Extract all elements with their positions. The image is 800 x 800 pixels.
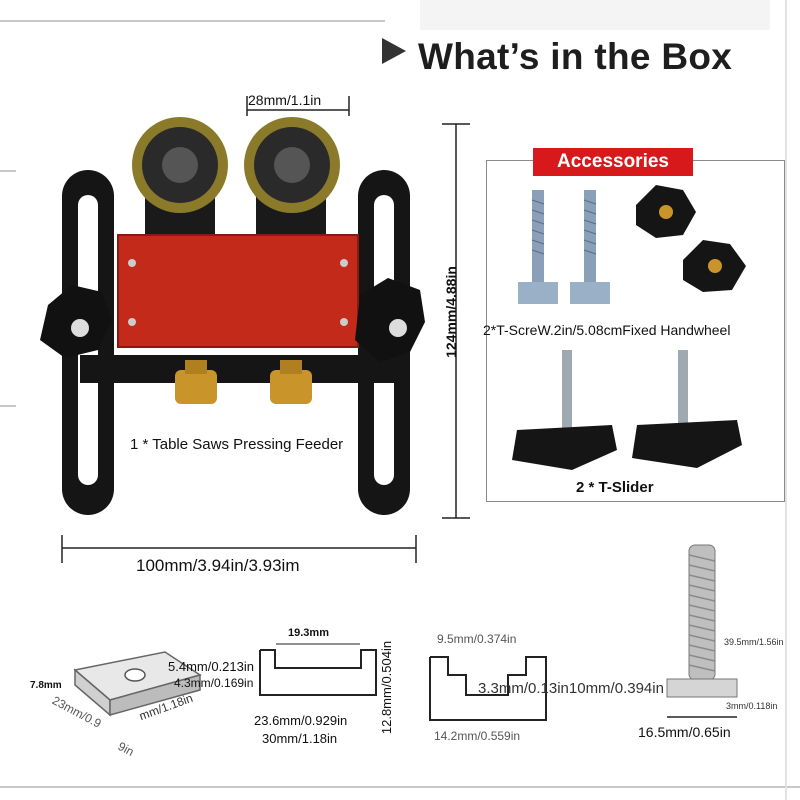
slot-bottom-label: 14.2mm/0.559in xyxy=(434,729,521,743)
height-dim-line xyxy=(442,123,470,519)
title-band xyxy=(420,0,770,30)
channel-profile-image xyxy=(259,643,377,696)
accessories-badge: Accessories xyxy=(533,148,693,176)
slot-profile-image xyxy=(429,656,547,721)
bolt-length-label: 39.5mm/1.56in xyxy=(724,637,784,647)
slider-block-image xyxy=(73,651,202,717)
deco-line-top xyxy=(0,20,385,22)
t-slider-image xyxy=(512,350,742,470)
tscrew-label: 2*T-ScreW.2in/5.08cmFixed Handwheel xyxy=(483,322,731,338)
block-height-label: 7.8mm xyxy=(30,680,62,691)
feeder-label: 1 * Table Saws Pressing Feeder xyxy=(130,436,344,453)
bolt-image xyxy=(666,544,738,718)
channel-top-label: 19.3mm xyxy=(288,627,329,639)
height-dim-label: 124mm/4.88in xyxy=(442,266,459,358)
width-dim-line xyxy=(61,535,417,563)
roller-dim-line xyxy=(246,96,350,116)
play-arrow-icon xyxy=(382,38,406,64)
bolt-head-label: 3mm/0.118in xyxy=(726,701,778,711)
slot-mid-label: 3.3mm/0.13in10mm/0.394in xyxy=(478,680,664,697)
channel-a-label: 5.4mm/0.213in xyxy=(168,659,254,674)
deco-line-left-2 xyxy=(0,405,16,407)
channel-inner-width-label: 23.6mm/0.929in xyxy=(254,713,348,728)
tslider-label: 2 * T-Slider xyxy=(576,479,654,496)
channel-height-label: 12.8mm/0.504in xyxy=(379,640,395,735)
bolt-width-label: 16.5mm/0.65in xyxy=(638,724,731,740)
handwheel-image xyxy=(636,185,746,292)
pressing-feeder-image xyxy=(40,117,425,515)
channel-b-label: 4.3mm/0.169in xyxy=(174,676,254,690)
width-dim-label: 100mm/3.94in/3.93im xyxy=(136,556,300,575)
roller-dim-label: 28mm/1.1in xyxy=(248,92,322,108)
deco-line-left-1 xyxy=(0,170,16,172)
deco-line-right xyxy=(785,0,787,800)
deco-line-bottom xyxy=(0,786,800,788)
slot-top-label: 9.5mm/0.374in xyxy=(437,632,517,646)
channel-outer-width-label: 30mm/1.18in xyxy=(262,731,338,746)
t-screw-image xyxy=(518,190,610,304)
page-title: What’s in the Box xyxy=(418,36,733,77)
block-diag-label-3: 9in xyxy=(115,739,137,759)
